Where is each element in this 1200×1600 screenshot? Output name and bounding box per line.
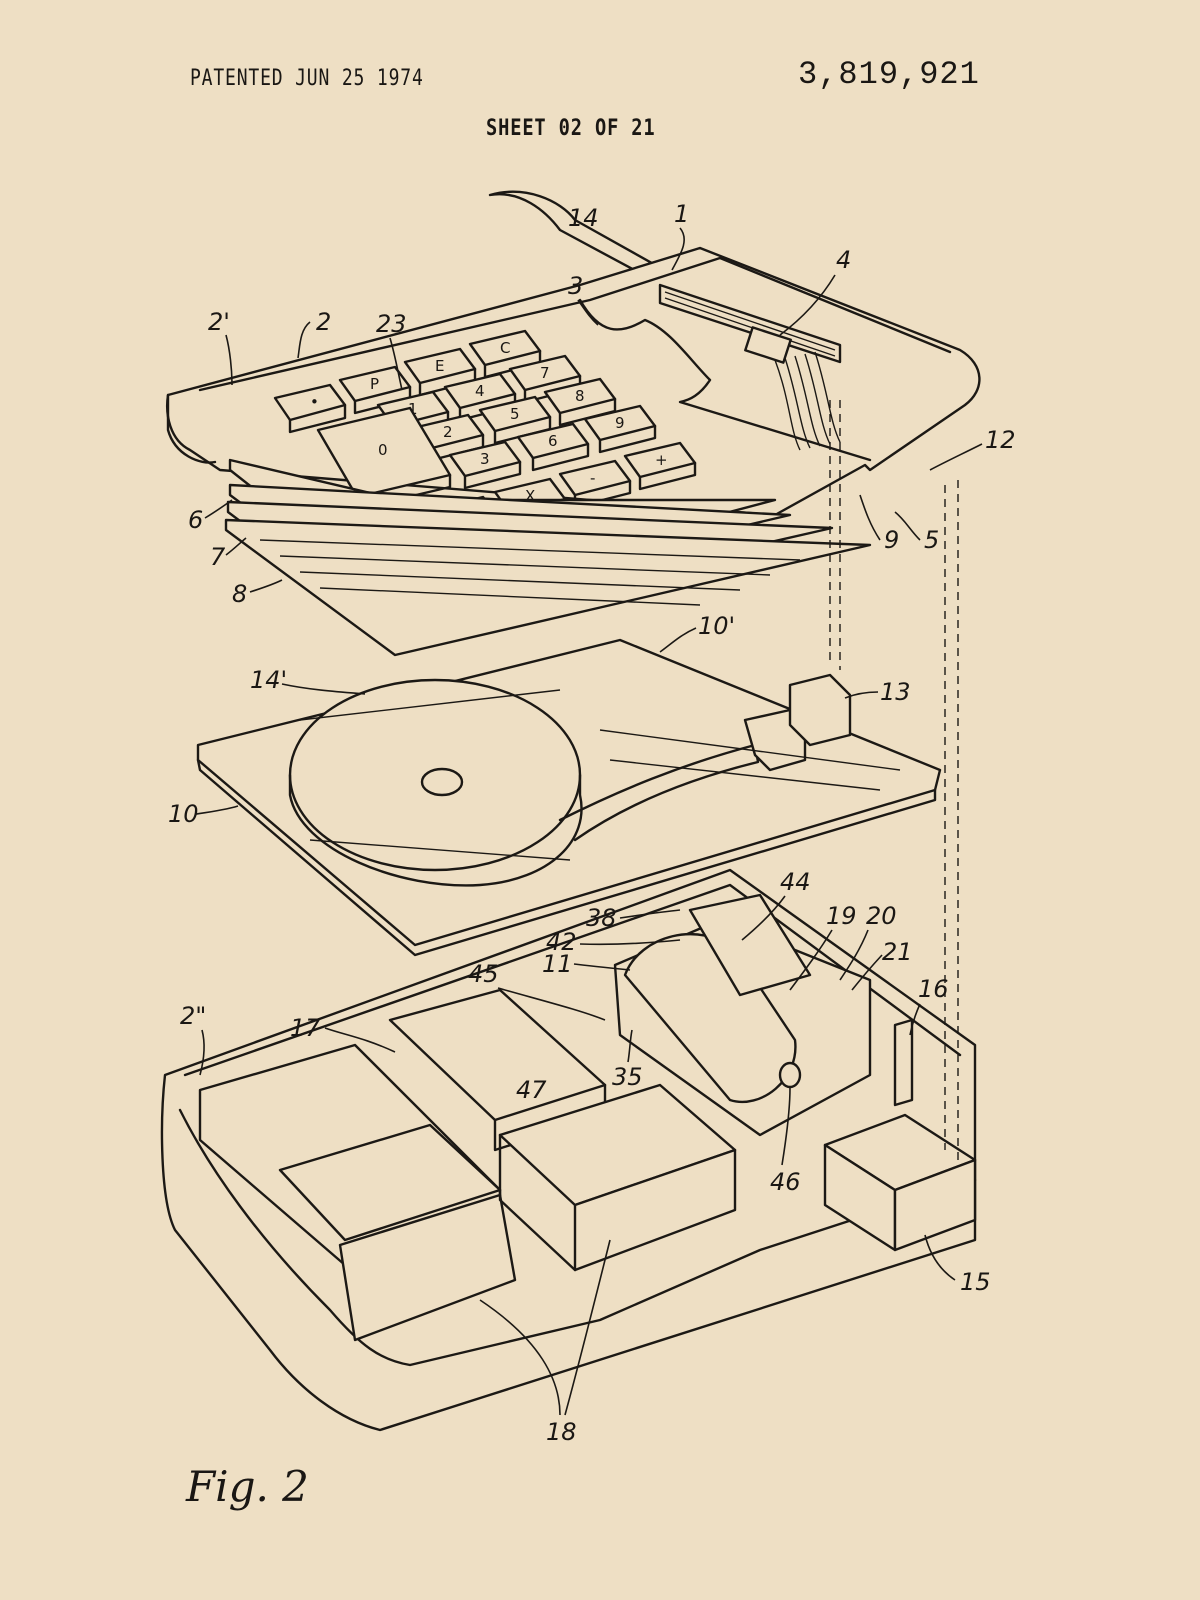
label-14: 14: [568, 204, 599, 232]
label-18: 18: [546, 1418, 577, 1446]
svg-text:•: •: [310, 393, 319, 411]
sheet-number: SHEET 02 OF 21: [486, 116, 656, 141]
bottom-housing: [160, 868, 977, 1432]
label-10: 10: [168, 800, 199, 828]
ribbon-cable: [774, 351, 841, 451]
svg-text:8: 8: [575, 387, 585, 405]
label-19: 19: [826, 902, 857, 930]
svg-text:3: 3: [480, 450, 490, 468]
label-14p: 14': [250, 666, 287, 694]
svg-text:7: 7: [540, 364, 550, 382]
svg-text:+: +: [655, 451, 668, 469]
svg-text:X: X: [525, 487, 535, 505]
print-head-19: [688, 893, 812, 997]
patent-date: PATENTED JUN 25 1974: [190, 66, 424, 91]
label-9: 9: [884, 526, 899, 554]
svg-text:0: 0: [378, 441, 388, 459]
label-2pp: 2": [180, 1002, 206, 1030]
connector-16: [893, 1018, 914, 1107]
chip-4: [744, 326, 792, 364]
label-45: 45: [468, 960, 499, 988]
knob-46: [778, 1061, 802, 1089]
key-dot[interactable]: •: [273, 383, 347, 434]
circuit-plate-10: [196, 638, 942, 957]
key-plus[interactable]: +: [623, 441, 697, 491]
label-4: 4: [836, 246, 851, 274]
label-42: 42: [546, 928, 577, 956]
disc-hub: [420, 767, 464, 797]
patent-number: 3,819,921: [798, 56, 980, 93]
keyboard-layers: [224, 458, 872, 657]
label-1: 1: [674, 200, 689, 228]
label-2: 2: [316, 308, 331, 336]
battery-18-left: [338, 1193, 517, 1342]
svg-text:9: 9: [615, 414, 625, 432]
label-10p: 10': [698, 612, 735, 640]
label-23: 23: [376, 310, 407, 338]
top-housing: [166, 190, 981, 517]
key-7[interactable]: 7: [508, 354, 582, 404]
label-21: 21: [882, 938, 913, 966]
svg-text:-: -: [590, 469, 595, 487]
label-47: 47: [516, 1076, 547, 1104]
keypad: • P E C 1 4 7 2 5 8 0 3 6 9 ÷ X - +: [273, 329, 697, 545]
label-13: 13: [880, 678, 911, 706]
label-7: 7: [210, 543, 226, 571]
display-window: [658, 283, 842, 364]
label-15: 15: [960, 1268, 991, 1296]
label-6: 6: [188, 506, 203, 534]
label-20: 20: [866, 902, 897, 930]
svg-text:2: 2: [443, 423, 453, 441]
label-16: 16: [918, 975, 949, 1003]
label-11: 11: [542, 950, 573, 978]
svg-text:4: 4: [475, 382, 485, 400]
key-3[interactable]: 3: [448, 440, 522, 490]
key-6[interactable]: 6: [516, 422, 590, 472]
printer-roller-35: [623, 933, 797, 1104]
key-5[interactable]: 5: [478, 395, 552, 445]
key-9[interactable]: 9: [583, 404, 657, 454]
figure-caption: Fig. 2: [186, 1462, 309, 1511]
label-5: 5: [924, 526, 939, 554]
label-35: 35: [612, 1063, 643, 1091]
label-17: 17: [290, 1014, 321, 1042]
svg-text:E: E: [435, 357, 444, 375]
label-38: 38: [586, 904, 617, 932]
layer-8: [224, 518, 872, 657]
label-2p: 2': [208, 308, 230, 336]
svg-text:5: 5: [510, 405, 520, 423]
svg-text:P: P: [370, 375, 379, 393]
reference-labels: 1 2 2' 2" 3 4 5 6 7 8 9 10 10' 11 12 13 …: [168, 200, 1016, 1446]
label-46: 46: [770, 1168, 801, 1196]
label-3: 3: [568, 272, 583, 300]
label-44: 44: [780, 868, 811, 896]
label-12: 12: [985, 426, 1016, 454]
svg-text:C: C: [500, 339, 510, 357]
svg-text:1: 1: [408, 400, 418, 418]
label-8: 8: [232, 580, 247, 608]
svg-text:6: 6: [548, 432, 558, 450]
